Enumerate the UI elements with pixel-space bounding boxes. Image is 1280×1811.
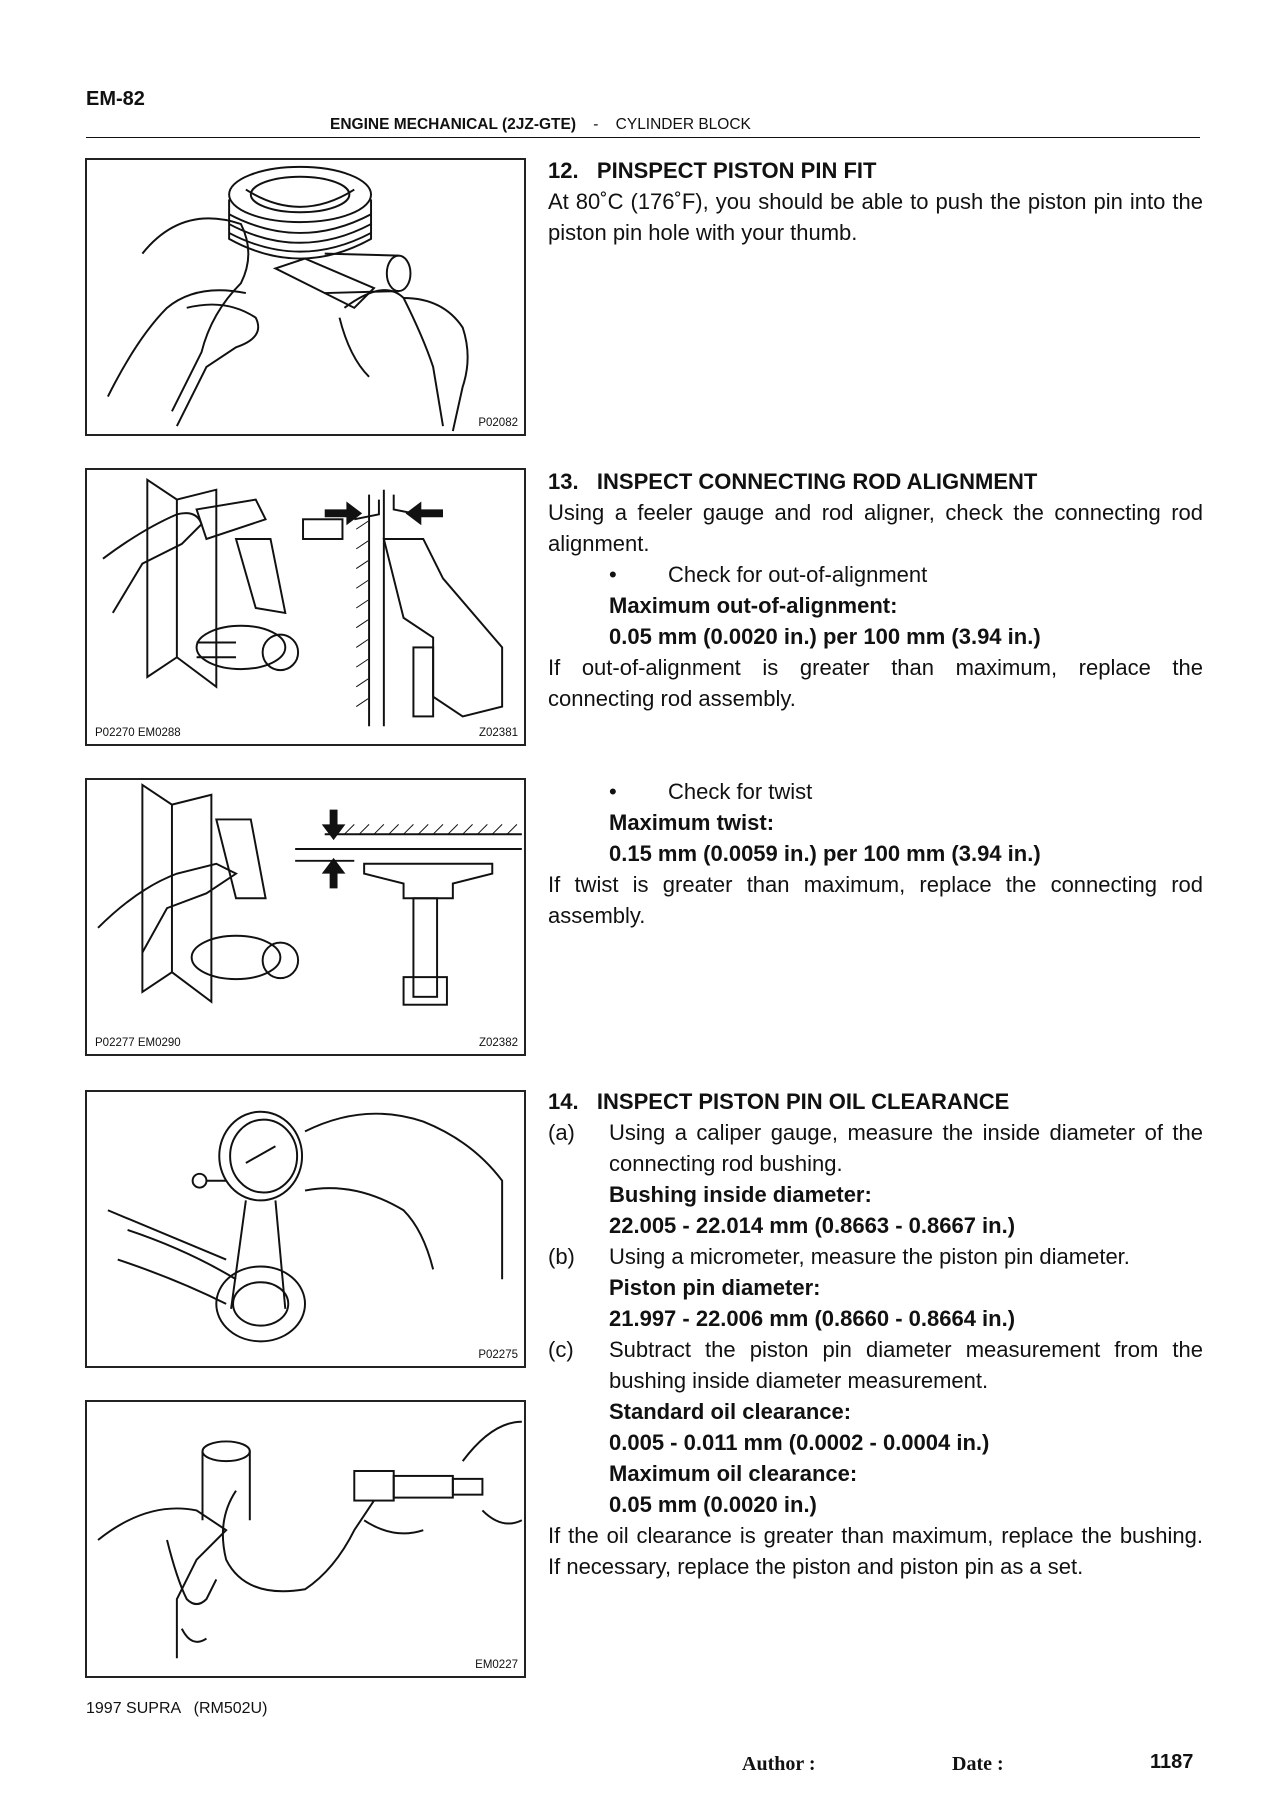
caliper-gauge-illustration	[107, 1110, 504, 1343]
footer-model: 1997 SUPRA (RM502U)	[86, 1700, 268, 1717]
step-14-b-label: (b)	[548, 1244, 575, 1269]
step-13-body: Using a feeler gauge and rod aligner, ch…	[548, 500, 1203, 556]
step-14-b-spec-label: Piston pin diameter:	[609, 1275, 821, 1300]
twist-check: •Check for twist Maximum twist: 0.15 mm …	[548, 776, 1203, 931]
step-14-c-label: (c)	[548, 1337, 574, 1362]
step-13-spec-value: 0.05 mm (0.0020 in.) per 100 mm (3.94 in…	[609, 624, 1041, 649]
figure-code-left: P02270 EM0288	[95, 727, 181, 739]
step-13: 13. INSPECT CONNECTING ROD ALIGNMENT Usi…	[548, 466, 1203, 714]
twist-bullet-text: Check for twist	[668, 779, 813, 804]
step-13-heading: 13. INSPECT CONNECTING ROD ALIGNMENT	[548, 469, 1038, 494]
page-code: EM-82	[86, 88, 145, 110]
step-14-a-label: (a)	[548, 1120, 575, 1145]
section-separator: -	[593, 116, 599, 133]
rod-aligner-illustration	[102, 478, 504, 727]
step-14-a-spec-label: Bushing inside diameter:	[609, 1182, 872, 1207]
figure-code: P02082	[478, 417, 518, 429]
footer-page-number: 1187	[1150, 1751, 1194, 1773]
twist-spec-label: Maximum twist:	[609, 810, 775, 835]
figure-code: Z02382	[478, 1037, 518, 1049]
rod-twist-illustration	[97, 783, 522, 1006]
step-12: 12. PINSPECT PISTON PIN FIT At 80˚C (176…	[548, 155, 1203, 248]
step-12-heading: 12. PINSPECT PISTON PIN FIT	[548, 158, 877, 183]
figure-code: Z02381	[478, 727, 518, 739]
step-14: 14. INSPECT PISTON PIN OIL CLEARANCE (a)…	[548, 1086, 1203, 1582]
step-14-c-spec2-value: 0.05 mm (0.0020 in.)	[609, 1492, 817, 1517]
section-subtitle: CYLINDER BLOCK	[615, 116, 751, 133]
piston-hand-illustration	[107, 165, 469, 432]
figure-rod-alignment: P02270 EM0288 Z02381	[85, 468, 526, 746]
section-title: ENGINE MECHANICAL (2JZ-GTE)	[330, 116, 577, 133]
step-14-c-spec1-value: 0.005 - 0.011 mm (0.0002 - 0.0004 in.)	[609, 1430, 990, 1455]
figure-piston-pin-fit: P02082	[85, 158, 526, 436]
step-14-b-text: Using a micrometer, measure the piston p…	[609, 1244, 1130, 1269]
figure-code-left: P02277 EM0290	[95, 1037, 181, 1049]
figure-caliper-gauge: P02275	[85, 1090, 526, 1368]
step-14-c-text: Subtract the piston pin diameter measure…	[609, 1337, 1203, 1393]
step-14-b: (b) Using a micrometer, measure the pist…	[548, 1241, 1203, 1334]
step-12-body: At 80˚C (176˚F), you should be able to p…	[548, 189, 1203, 245]
step-14-a-spec-value: 22.005 - 22.014 mm (0.8663 - 0.8667 in.)	[609, 1213, 1016, 1238]
header-rule	[86, 137, 1200, 138]
step-14-b-spec-value: 21.997 - 22.006 mm (0.8660 - 0.8664 in.)	[609, 1306, 1016, 1331]
figure-code: EM0227	[475, 1659, 518, 1671]
figure-micrometer: EM0227	[85, 1400, 526, 1678]
twist-bullet: •Check for twist	[609, 779, 813, 804]
step-14-c: (c) Subtract the piston pin diameter mea…	[548, 1334, 1203, 1520]
step-13-bullet-text: Check for out-of-alignment	[668, 562, 928, 587]
step-14-c-spec1-label: Standard oil clearance:	[609, 1399, 852, 1424]
step-13-after: If out-of-alignment is greater than maxi…	[548, 655, 1203, 711]
step-14-c-spec2-label: Maximum oil clearance:	[609, 1461, 858, 1486]
footer-author-label: Author :	[742, 1753, 816, 1775]
twist-after: If twist is greater than maximum, replac…	[548, 872, 1203, 928]
section-header: ENGINE MECHANICAL (2JZ-GTE) - CYLINDER B…	[330, 116, 751, 134]
step-13-bullet: •Check for out-of-alignment	[609, 562, 928, 587]
step-13-spec-label: Maximum out-of-alignment:	[609, 593, 898, 618]
micrometer-illustration	[97, 1420, 523, 1659]
step-14-after: If the oil clearance is greater than max…	[548, 1523, 1203, 1579]
figure-code: P02275	[478, 1349, 518, 1361]
footer-date-label: Date :	[952, 1753, 1004, 1775]
figure-rod-twist: P02277 EM0290 Z02382	[85, 778, 526, 1056]
step-14-heading: 14. INSPECT PISTON PIN OIL CLEARANCE	[548, 1089, 1010, 1114]
step-14-a: (a) Using a caliper gauge, measure the i…	[548, 1117, 1203, 1241]
step-14-a-text: Using a caliper gauge, measure the insid…	[609, 1120, 1203, 1176]
twist-spec-value: 0.15 mm (0.0059 in.) per 100 mm (3.94 in…	[609, 841, 1041, 866]
